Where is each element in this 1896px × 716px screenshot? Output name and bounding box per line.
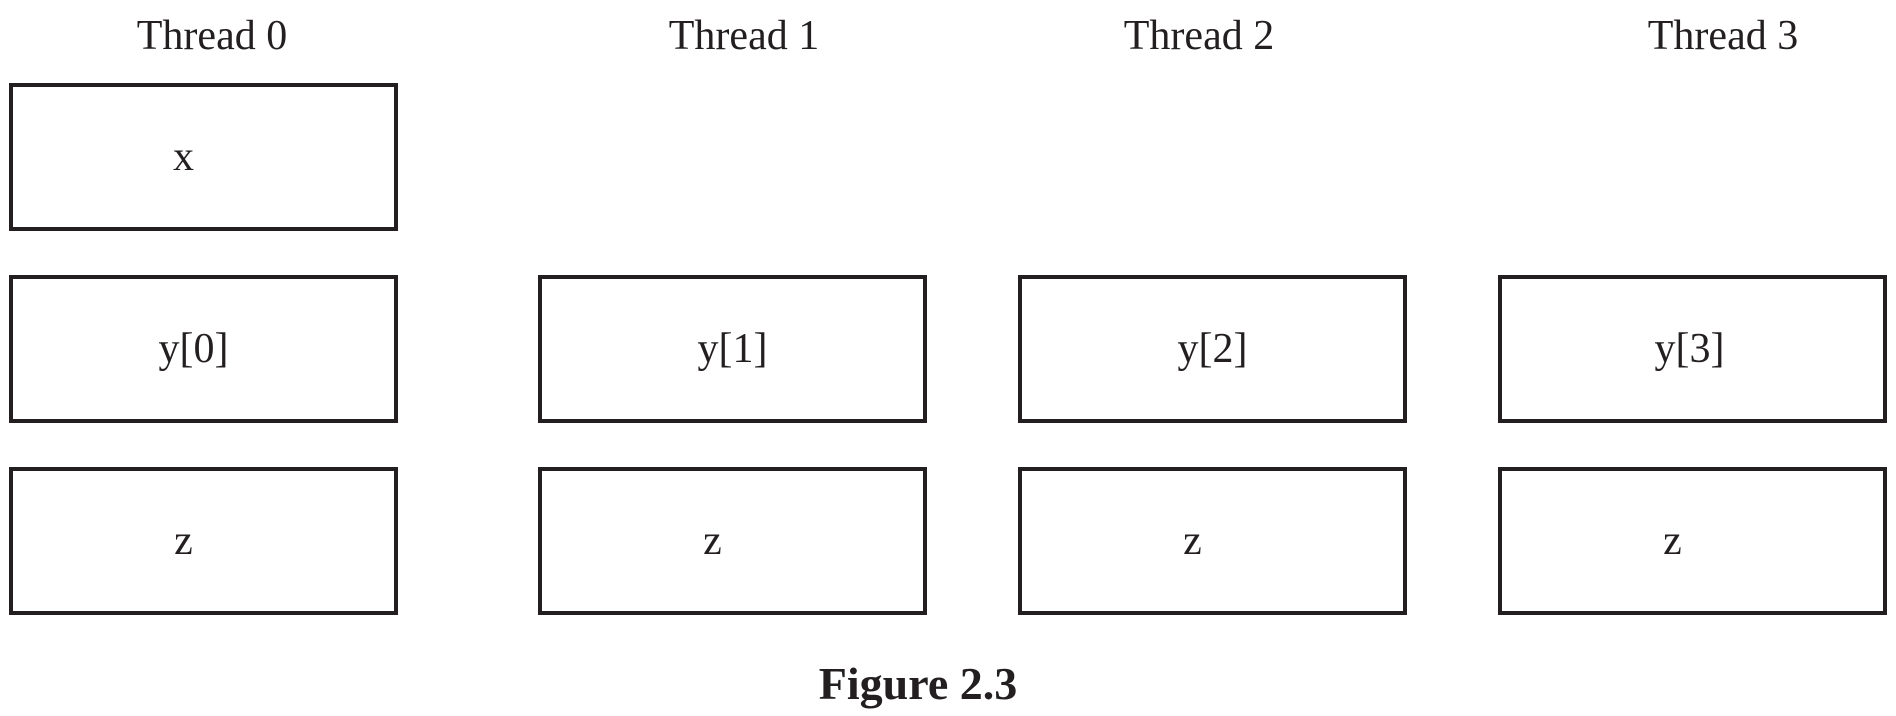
thread-2-label: Thread 2 <box>1123 13 1275 59</box>
thread-1-z-label: z <box>703 518 722 564</box>
thread-3-y-label: y[3] <box>1654 326 1725 372</box>
thread-2-z-label: z <box>1183 518 1202 564</box>
thread-2-z-box: z <box>1018 467 1407 615</box>
thread-3-z-box: z <box>1498 467 1887 615</box>
thread-3-y-box: y[3] <box>1498 275 1887 423</box>
thread-3-label: Thread 3 <box>1647 13 1799 59</box>
thread-0-z-box: z <box>9 467 398 615</box>
thread-2-y-box: y[2] <box>1018 275 1407 423</box>
thread-0-private-x-label: x <box>173 134 194 180</box>
thread-3-z-label: z <box>1663 518 1682 564</box>
thread-1-y-box: y[1] <box>538 275 927 423</box>
thread-2-y-label: y[2] <box>1177 326 1248 372</box>
thread-1-label: Thread 1 <box>668 13 820 59</box>
thread-1-y-label: y[1] <box>697 326 768 372</box>
figure-caption: Figure 2.3 <box>818 658 1018 709</box>
thread-0-label: Thread 0 <box>136 13 288 59</box>
thread-0-y-box: y[0] <box>9 275 398 423</box>
thread-0-private-x-box: x <box>9 83 398 231</box>
thread-1-z-box: z <box>538 467 927 615</box>
thread-0-y-label: y[0] <box>158 326 229 372</box>
thread-0-z-label: z <box>174 518 193 564</box>
